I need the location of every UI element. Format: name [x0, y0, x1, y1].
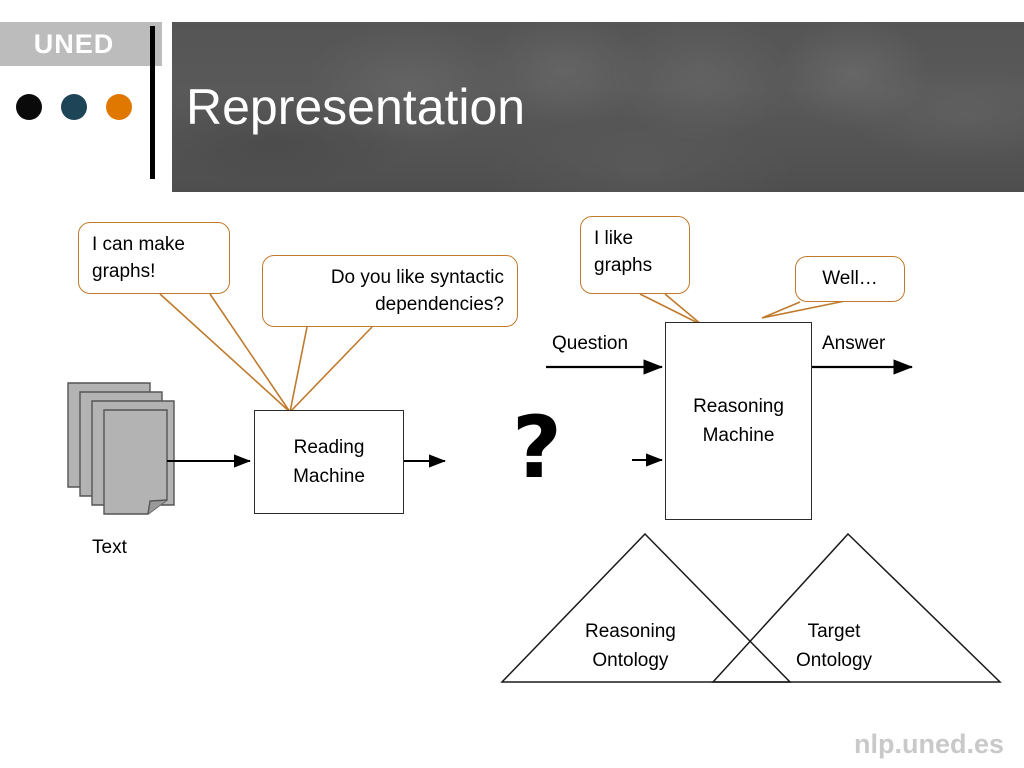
speech-bubble-i-can-make-graphs[interactable]: I can make graphs!: [78, 222, 230, 294]
logo-dot-teal-icon: [61, 94, 87, 120]
bubble-ilike-line2: graphs: [594, 254, 653, 276]
speech-bubble-well[interactable]: Well…: [795, 256, 905, 302]
bubble-tail-ilike: [639, 293, 703, 326]
label-answer: Answer: [822, 333, 886, 354]
logo-dot-black-icon: [16, 94, 42, 120]
uned-logo-bar: [0, 22, 162, 66]
label-text: Text: [92, 537, 127, 558]
bubble-syntactic-line2: dependencies?: [375, 293, 504, 315]
bubble-ilike-line1: I like: [594, 228, 634, 249]
question-mark-glyph: ?: [512, 398, 562, 498]
target-ontology-line2: Ontology: [796, 649, 873, 671]
label-question: Question: [552, 333, 629, 354]
reasoning-ontology-line1: Reasoning: [585, 621, 676, 642]
bubble-graphs-line2: graphs!: [92, 260, 156, 282]
speech-bubble-syntactic-dependencies[interactable]: Do you like syntactic dependencies?: [262, 255, 518, 327]
target-ontology-line1: Target: [807, 621, 861, 642]
bubble-syntactic-line1: Do you like syntactic: [330, 267, 504, 288]
header-vertical-divider: [150, 26, 155, 179]
uned-logo-text: UNED: [33, 29, 115, 59]
reading-machine-line1: Reading: [293, 436, 365, 458]
reasoning-machine-line2: Machine: [702, 425, 775, 446]
page-title: Representation: [186, 79, 526, 135]
reading-machine-line2: Machine: [293, 466, 365, 487]
reasoning-machine-line1: Reasoning: [693, 395, 784, 417]
bubble-graphs-line1: I can make: [92, 234, 185, 255]
node-reasoning-machine[interactable]: Reasoning Machine: [665, 322, 812, 520]
footer-watermark: nlp.uned.es: [853, 729, 1004, 759]
node-reading-machine[interactable]: Reading Machine: [254, 410, 404, 514]
speech-bubble-i-like-graphs[interactable]: I like graphs: [580, 216, 690, 294]
reasoning-ontology-line2: Ontology: [592, 649, 669, 671]
text-document-stack-icon: [67, 382, 175, 515]
bubble-tail-well: [761, 300, 846, 319]
bubble-well-line1: Well…: [822, 268, 878, 289]
triangle-target-ontology: [711, 532, 1002, 683]
logo-dot-orange-icon: [106, 94, 132, 120]
label-reasoning-ontology: Reasoning Ontology: [585, 618, 676, 675]
bubble-tail-syntactic: [288, 326, 373, 415]
triangle-reasoning-ontology: [500, 532, 792, 683]
label-target-ontology: Target Ontology: [796, 618, 872, 675]
header-banner-photo: [172, 22, 1024, 192]
